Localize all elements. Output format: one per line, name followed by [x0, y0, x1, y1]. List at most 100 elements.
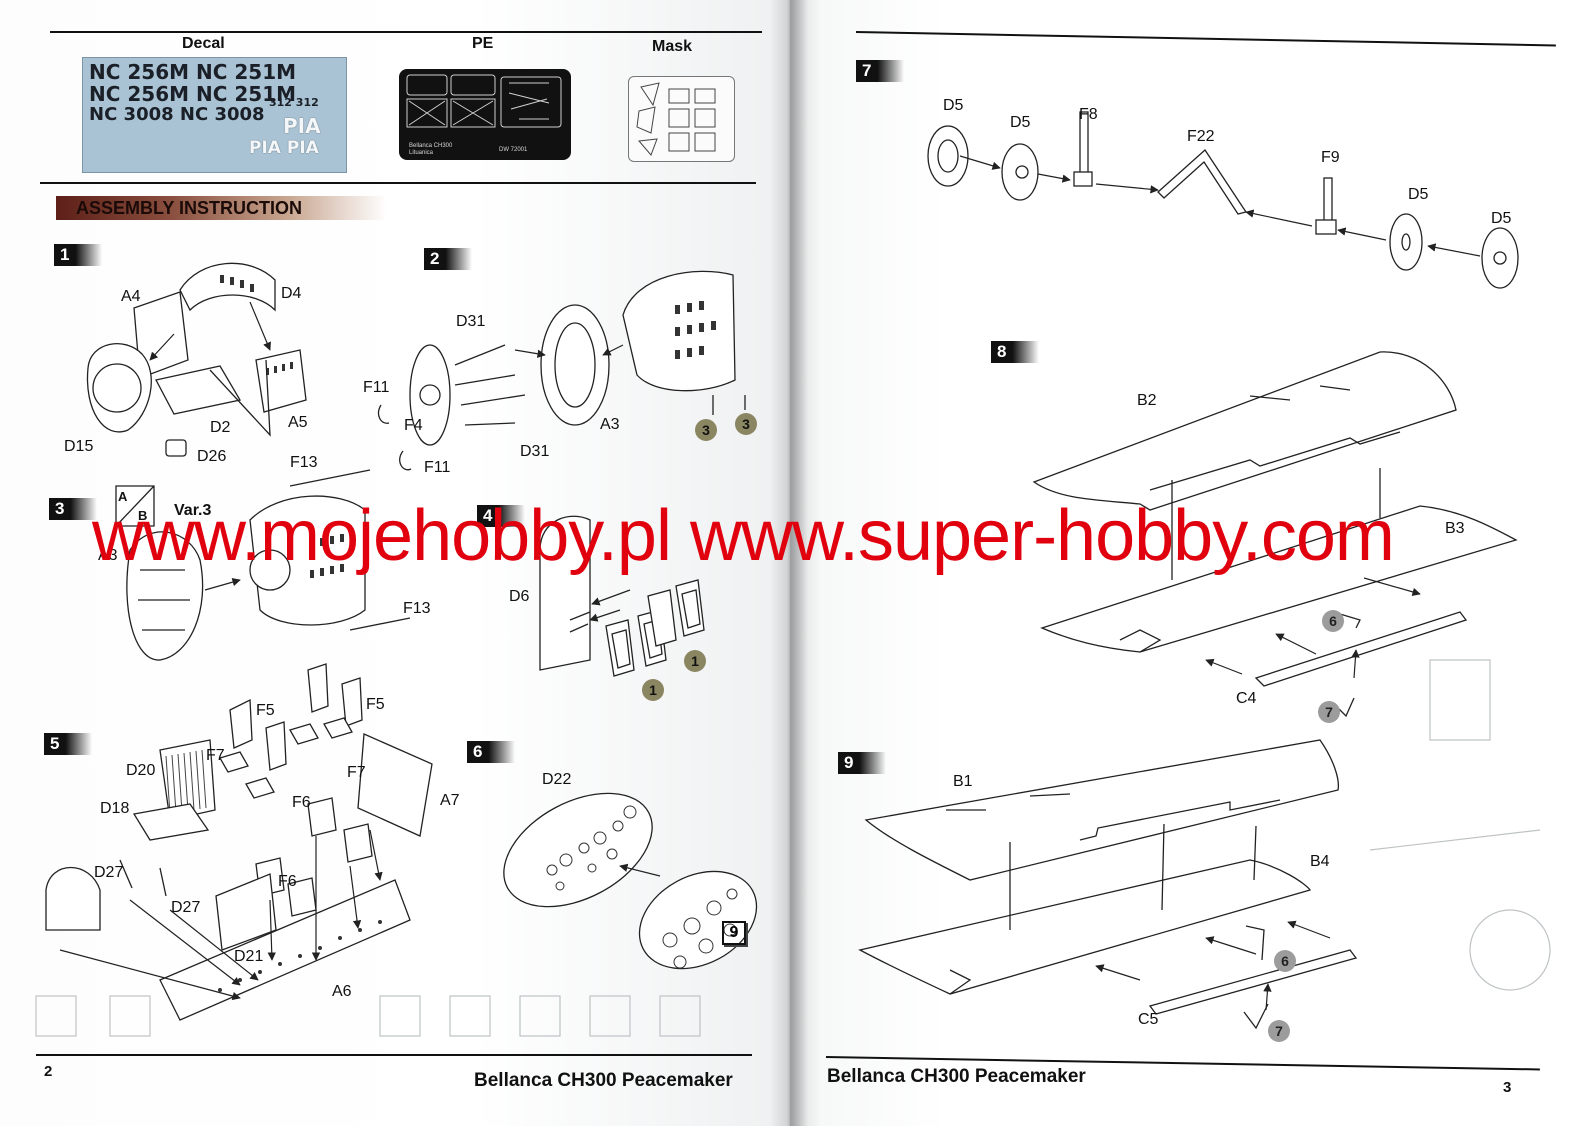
label-D21: D21: [234, 948, 264, 965]
label-D5-4: D5: [1491, 210, 1512, 227]
step-2-marker: 2: [424, 248, 472, 270]
step-4-callout-1b: 1: [642, 679, 664, 701]
step-8-drawing: [1032, 351, 1518, 718]
label-C5: C5: [1138, 1011, 1159, 1028]
mask-sheet: [628, 76, 735, 162]
decal-row-1: NC 256M NC 251M: [89, 60, 297, 84]
decal-row-2: NC 256M NC 251M: [89, 82, 297, 106]
step-9-marker: 9: [838, 752, 886, 774]
step-1-marker: 1: [54, 244, 102, 266]
label-F13-top: F13: [290, 454, 318, 471]
label-F8: F8: [1079, 106, 1098, 123]
label-D27-left: D27: [94, 864, 124, 881]
label-D5-1: D5: [943, 97, 964, 114]
label-D22: D22: [542, 771, 572, 788]
footer-rule-left: [36, 1054, 752, 1056]
step-8-callout-7: 7: [1318, 701, 1340, 723]
label-D20: D20: [126, 762, 156, 779]
step-8-callout-6: 6: [1322, 610, 1344, 632]
bleed-through-left: [35, 995, 701, 1037]
label-A6: A6: [332, 983, 352, 1000]
decal-312: 312 312: [269, 96, 319, 109]
step-5-marker: 5: [44, 733, 92, 755]
step-1-drawing: [86, 262, 307, 457]
label-A3-step3: A3: [98, 547, 118, 564]
step-3-marker: 3: [49, 498, 97, 520]
assembly-instruction-banner: ASSEMBLY INSTRUCTION: [56, 196, 386, 220]
photo-etch-fret: Bellanca CH300 Lituanica DW 72001: [399, 69, 571, 160]
watermark: www.mojehobby.pl www.super-hobby.com: [92, 496, 1395, 576]
step-3-drawing: [115, 469, 411, 661]
label-D15: D15: [64, 438, 94, 455]
label-D5-2: D5: [1010, 114, 1031, 131]
footer-title-left: Bellanca CH300 Peacemaker: [474, 1070, 733, 1091]
step-9-drawing: [858, 739, 1358, 1030]
label-F11-bottom: F11: [424, 459, 451, 476]
decal-header: Decal: [182, 35, 225, 52]
step-9-callout-7: 7: [1268, 1020, 1290, 1042]
step-4-marker: 4: [477, 505, 525, 527]
label-A3: A3: [600, 416, 620, 433]
step-5-drawing: [45, 663, 433, 1021]
decal-pia-2: PIA PIA: [249, 138, 319, 158]
decal-row-3: NC 3008 NC 3008: [89, 104, 265, 125]
label-B1: B1: [953, 773, 973, 790]
label-F11-left: F11: [363, 379, 390, 396]
step-7-drawing: [927, 111, 1519, 289]
decal-pia-1: PIA: [283, 114, 321, 138]
label-B3: B3: [1445, 520, 1465, 537]
label-C4: C4: [1236, 690, 1257, 707]
label-F6-top: F6: [292, 794, 311, 811]
page-number-left: 2: [44, 1063, 53, 1080]
see-step-9-box: 9: [722, 921, 746, 945]
label-B4: B4: [1310, 853, 1330, 870]
footer-title-right: Bellanca CH300 Peacemaker: [827, 1066, 1086, 1087]
label-F9: F9: [1321, 149, 1340, 166]
label-F13-bottom: F13: [403, 600, 431, 617]
decal-sheet: NC 256M NC 251M NC 256M NC 251M NC 3008 …: [82, 57, 347, 173]
label-D2: D2: [210, 419, 231, 436]
step-7-marker: 7: [856, 60, 904, 82]
label-F7-left: F7: [206, 747, 225, 764]
label-D26: D26: [197, 448, 227, 465]
section-title: ASSEMBLY INSTRUCTION: [76, 198, 303, 218]
pe-text-2: Lituanica: [409, 150, 434, 156]
label-F5-left: F5: [256, 702, 275, 719]
label-D27-right: D27: [171, 899, 201, 916]
label-B2: B2: [1137, 392, 1157, 409]
step-8-marker: 8: [991, 341, 1039, 363]
pe-header: PE: [472, 35, 494, 52]
page-number-right: 3: [1503, 1079, 1512, 1096]
step-4-drawing: [539, 515, 705, 677]
var-b: B: [138, 508, 148, 523]
label-F5-right: F5: [366, 696, 385, 713]
pe-text-1: Bellanca CH300: [409, 143, 453, 149]
label-A7: A7: [440, 792, 460, 809]
top-rule-left: [50, 31, 762, 33]
label-F4: F4: [404, 417, 423, 434]
pe-code: DW 72001: [499, 147, 528, 153]
label-D5-3: D5: [1408, 186, 1429, 203]
label-D31-top: D31: [456, 313, 486, 330]
step-2-callout-3b: 3: [735, 413, 757, 435]
label-A4: A4: [121, 288, 141, 305]
label-D4: D4: [281, 285, 302, 302]
label-A5: A5: [288, 414, 308, 431]
var-a: A: [118, 489, 128, 504]
label-F22: F22: [1187, 128, 1215, 145]
label-F6-bottom: F6: [278, 873, 297, 890]
mid-rule-left: [40, 182, 756, 184]
label-D31-bottom: D31: [520, 443, 550, 460]
label-D18: D18: [100, 800, 130, 817]
mask-header: Mask: [652, 38, 693, 55]
var-3-label: Var.3: [174, 502, 212, 519]
step-4-callout-1a: 1: [684, 650, 706, 672]
step-2-drawing: [377, 270, 746, 471]
label-F7-right: F7: [347, 764, 366, 781]
step-6-marker: 6: [467, 741, 515, 763]
step-9-callout-6: 6: [1274, 950, 1296, 972]
book-spine: [770, 0, 808, 1126]
bleed-through-right: [1369, 659, 1551, 991]
label-D6: D6: [509, 588, 530, 605]
step-2-callout-3a: 3: [695, 419, 717, 441]
